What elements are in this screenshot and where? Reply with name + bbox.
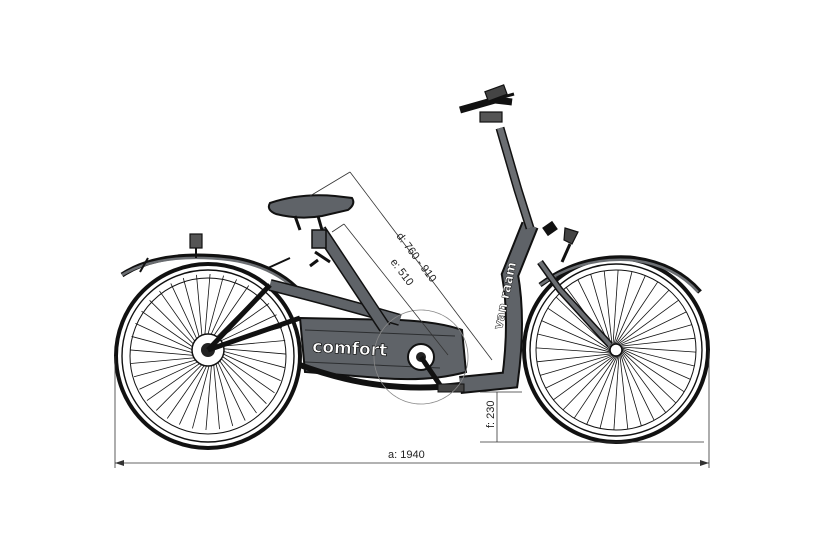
spoke [541,320,611,352]
spoke [214,347,287,355]
spoke [621,351,667,413]
front-wheel [522,256,710,444]
spoke [614,275,646,345]
spoke [192,359,212,429]
spoke [206,279,237,345]
spoke [619,354,629,430]
rear-light [189,233,203,258]
spoke [573,355,617,419]
spoke [612,270,619,345]
spoke [133,357,203,378]
spoke [215,350,281,381]
rear-fender [120,253,302,294]
spoke [215,353,267,404]
spoke [590,274,612,347]
spoke [156,359,207,411]
spoke [620,337,696,347]
spoke [586,355,618,425]
spoke [536,347,611,354]
spoke [619,324,692,346]
stem [495,126,535,230]
spoke [212,358,220,430]
crankset [373,309,469,405]
spoke [617,299,679,345]
rear-spokes [129,273,287,431]
spoke [149,300,201,351]
spoke [553,355,615,401]
spoke [537,333,611,353]
dimension-f-label: f: 230 [485,400,497,428]
spoke [203,273,211,346]
front-fork [537,220,613,348]
spoke [129,349,202,357]
spoke [545,354,614,389]
front-rim [535,269,697,431]
spoke [146,359,206,401]
spoke [620,352,655,421]
spoke [214,355,246,421]
spoke [603,270,613,346]
spoke [130,356,202,364]
spoke [182,277,203,347]
spoke [205,358,213,431]
saddle [267,194,355,249]
spoke [204,275,224,345]
spoke [135,323,201,354]
dimension-a: a: 1940 [114,350,710,468]
spoke [618,311,687,346]
comfort-brand-label: comfort [312,337,388,361]
spoke [536,353,612,363]
spoke [621,349,685,393]
spoke [620,353,642,426]
front-light [560,227,579,263]
spoke [547,307,611,351]
spoke [159,290,201,350]
spoke [196,274,204,346]
spoke [213,357,234,427]
spoke [599,355,619,429]
spoke [621,348,691,380]
spoke [215,348,285,368]
spoke [170,283,202,349]
rear-tire-inner [121,269,295,443]
front-spokes [536,270,696,430]
spoke [131,336,201,356]
spoke [166,359,209,419]
spoke [621,346,696,353]
spoke [211,314,277,346]
seat-clamp [309,250,331,268]
spoke [615,281,659,345]
spoke [621,347,695,367]
spoke [540,354,613,376]
spoke [179,359,210,425]
dimension-f: f: 230 [480,391,704,443]
spoke [141,310,201,353]
rear-tire-outer [114,262,302,450]
spoke [207,285,250,345]
dimension-a-label: a: 1940 [388,449,425,461]
front-tire-inner [529,263,703,437]
front-hub [609,343,623,357]
spoke [139,358,205,390]
spoke [215,351,275,394]
spoke [562,355,616,411]
front-fender [538,255,702,294]
spoke [621,350,677,404]
spoke [215,354,257,414]
spoke [613,355,620,430]
frame [206,221,539,394]
rear-rim [129,277,287,435]
spoke [613,271,633,345]
spoke [616,289,670,345]
handlebar [459,84,515,123]
